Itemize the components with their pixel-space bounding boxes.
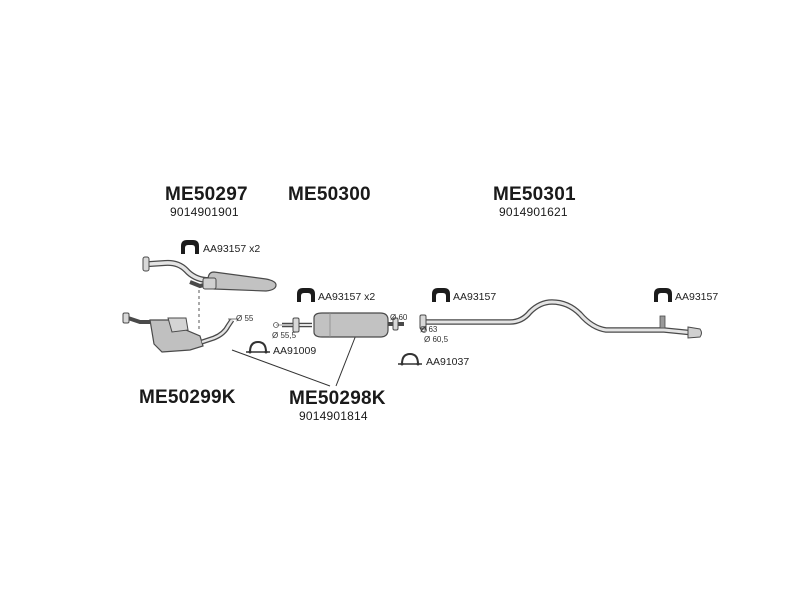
oe-number-me50297: 9014901901 xyxy=(170,205,239,219)
diameter-label-rear-inlet-a: Ø 63 xyxy=(420,325,438,334)
part-label-hanger-rear-1: AA93157 xyxy=(453,291,497,303)
middle-inlet-clamp xyxy=(292,317,300,333)
oe-number-me50298k: 9014901814 xyxy=(299,409,368,423)
diameter-label-middle-inlet: Ø 55,5 xyxy=(272,331,297,340)
part-label-hanger-middle: AA93157 x2 xyxy=(318,291,376,303)
part-label-hanger-front: AA93157 x2 xyxy=(203,243,261,255)
front-pipe-flange xyxy=(142,256,150,272)
cat-outlet-pipe xyxy=(201,318,235,345)
diameter-label-rear-inlet-b: Ø 60,5 xyxy=(424,335,449,344)
rubber-hanger-icon-rear-2 xyxy=(654,288,672,302)
middle-muffler-assembly xyxy=(282,312,404,338)
cat-inlet-pipe xyxy=(127,316,152,324)
leader-line-left xyxy=(231,349,331,387)
rear-pipe xyxy=(421,299,697,336)
rubber-hanger-icon-rear-1 xyxy=(432,288,450,302)
assembly-code-me50297: ME50297 xyxy=(165,184,248,205)
front-pipe-inner xyxy=(148,261,216,282)
cat-inlet-flange xyxy=(122,312,130,324)
tail-pipe xyxy=(687,326,702,339)
part-label-hanger-rear-2: AA93157 xyxy=(675,291,719,303)
rubber-hanger-icon-front xyxy=(181,240,199,254)
diameter-marker-middle-inlet xyxy=(273,322,292,328)
cat-heat-shield xyxy=(167,317,189,333)
front-pipe-assembly xyxy=(142,256,277,292)
rear-inlet-clamp xyxy=(419,314,427,330)
diameter-label-cat-outlet: Ø 55 xyxy=(236,314,254,323)
rear-hanger-bracket xyxy=(659,315,666,329)
catalyst-assembly xyxy=(122,312,235,353)
part-label-clamp-front: AA91009 xyxy=(273,345,317,357)
diameter-label-middle-outlet: Ø 60 xyxy=(390,313,408,322)
assembly-code-me50301: ME50301 xyxy=(493,184,576,205)
clamp-icon-rear xyxy=(398,352,422,366)
assembly-code-me50300: ME50300 xyxy=(288,184,371,205)
rear-pipe-assembly xyxy=(419,299,702,339)
assembly-code-me50298k: ME50298K xyxy=(289,388,386,409)
rubber-hanger-icon-middle xyxy=(297,288,315,302)
middle-outlet-clamp xyxy=(392,317,399,331)
cat-outlet-pipe-inner xyxy=(201,319,234,344)
part-label-clamp-rear: AA91037 xyxy=(426,356,470,368)
diameter-marker-rear-inlet xyxy=(421,327,427,333)
leader-line-right xyxy=(335,334,357,387)
front-pipe-joint xyxy=(202,277,217,290)
middle-muffler xyxy=(313,312,389,338)
clamp-icon-front xyxy=(246,340,270,354)
pre-muffler xyxy=(207,271,277,292)
rear-pipe-inner xyxy=(422,300,696,335)
assembly-code-me50299k: ME50299K xyxy=(139,387,236,408)
oe-number-me50301: 9014901621 xyxy=(499,205,568,219)
